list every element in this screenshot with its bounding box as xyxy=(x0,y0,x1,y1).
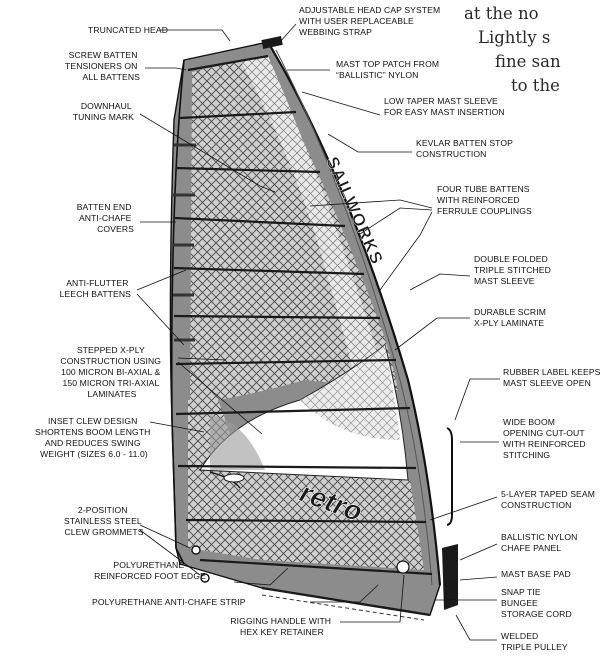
intro-line-1: at the no xyxy=(464,4,539,23)
intro-text: at the no Lightly s fine san to the xyxy=(464,4,561,95)
label-batten-end: BATTEN END ANTI-CHAFE COVERS xyxy=(77,202,134,234)
label-durable-scrim: DURABLE SCRIM X-PLY LAMINATE xyxy=(474,307,548,328)
label-wide-boom: WIDE BOOM OPENING CUT-OUT WITH REINFORCE… xyxy=(503,417,588,460)
label-five-layer: 5-LAYER TAPED SEAM CONSTRUCTION xyxy=(501,489,597,510)
intro-line-4: to the xyxy=(511,76,560,95)
label-screw-batten: SCREW BATTEN TENSIONERS ON ALL BATTENS xyxy=(65,50,140,82)
label-four-tube: FOUR TUBE BATTENS WITH REINFORCED FERRUL… xyxy=(437,184,532,216)
sail-illustration: SAILWORKS retro xyxy=(170,36,458,620)
label-ballistic-chafe: BALLISTIC NYLON CHAFE PANEL xyxy=(501,532,580,553)
label-clew-grommets: 2-POSITION STAINLESS STEEL CLEW GROMMETS xyxy=(64,505,144,537)
intro-line-2: Lightly s xyxy=(478,28,550,47)
label-stepped-xply: STEPPED X-PLY CONSTRUCTION USING 100 MIC… xyxy=(60,345,163,399)
label-welded-pulley: WELDED TRIPLE PULLEY xyxy=(501,631,568,652)
label-anti-flutter: ANTI-FLUTTER LEECH BATTENS xyxy=(60,278,132,299)
label-downhaul: DOWNHAUL TUNING MARK xyxy=(73,101,134,122)
label-inset-clew: INSET CLEW DESIGN SHORTENS BOOM LENGTH A… xyxy=(35,416,153,459)
label-head-cap: ADJUSTABLE HEAD CAP SYSTEM WITH USER REP… xyxy=(299,5,443,37)
label-snap-tie: SNAP TIE BUNGEE STORAGE CORD xyxy=(501,587,572,619)
label-kevlar: KEVLAR BATTEN STOP CONSTRUCTION xyxy=(416,138,515,159)
label-rigging-handle: RIGGING HANDLE WITH HEX KEY RETAINER xyxy=(230,616,333,637)
label-low-taper-sleeve: LOW TAPER MAST SLEEVE FOR EASY MAST INSE… xyxy=(384,96,505,117)
label-double-folded: DOUBLE FOLDED TRIPLE STITCHED MAST SLEEV… xyxy=(474,254,553,286)
head-cap xyxy=(261,36,282,49)
label-mast-base-pad: MAST BASE PAD xyxy=(501,569,571,579)
label-truncated-head: TRUNCATED HEAD xyxy=(88,25,168,35)
label-rubber-label: RUBBER LABEL KEEPS MAST SLEEVE OPEN xyxy=(503,367,603,388)
label-mast-top-patch: MAST TOP PATCH FROM “BALLISTIC” NYLON xyxy=(336,59,442,80)
label-pu-anti-chafe: POLYURETHANE ANTI-CHAFE STRIP xyxy=(92,597,246,607)
intro-line-3: fine san xyxy=(495,52,561,71)
